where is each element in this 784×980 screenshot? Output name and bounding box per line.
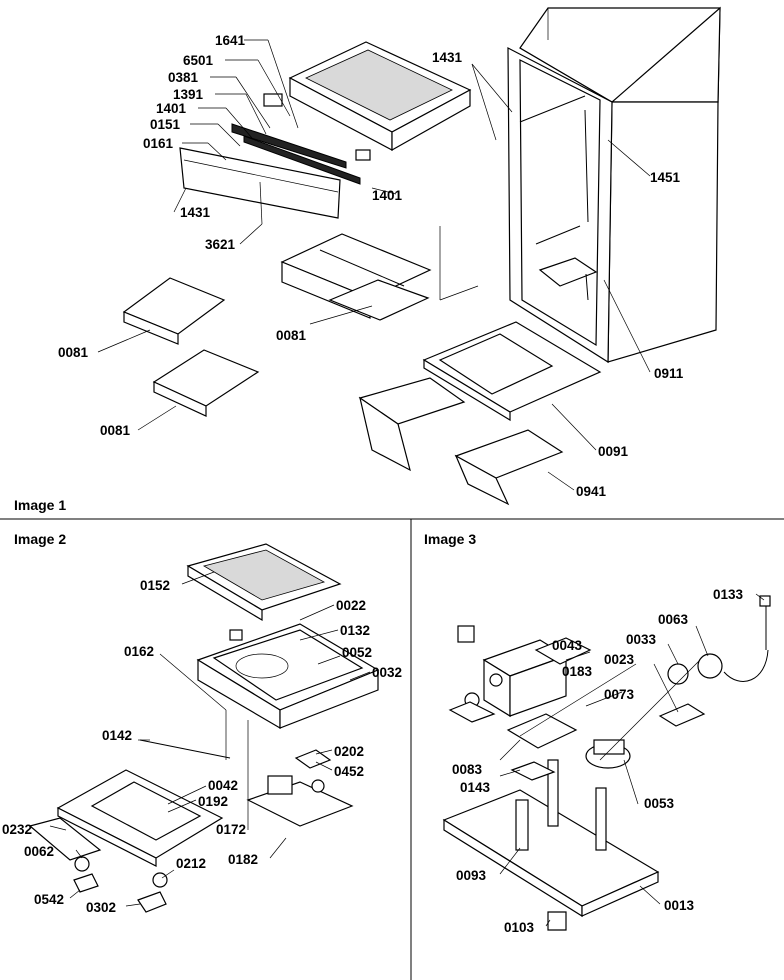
- callout-0103: 0103: [504, 920, 535, 935]
- image1-callouts: 1641 6501 0381 1391 1401 0151 0161 1401 …: [14, 33, 684, 513]
- callout-0162: 0162: [124, 644, 154, 659]
- callout-1641: 1641: [215, 33, 246, 48]
- callout-0013: 0013: [664, 898, 695, 913]
- callout-0232: 0232: [2, 822, 32, 837]
- callout-0133: 0133: [713, 587, 744, 602]
- callout-0043: 0043: [552, 638, 583, 653]
- callout-0081-lower: 0081: [100, 423, 131, 438]
- callout-1431-left: 1431: [180, 205, 211, 220]
- callout-0033: 0033: [626, 632, 657, 647]
- callout-0062: 0062: [24, 844, 54, 859]
- callout-0192: 0192: [198, 794, 228, 809]
- image1-refrigerator-cabinet: [97, 6, 721, 506]
- callout-0911: 0911: [654, 366, 684, 381]
- callout-0202: 0202: [334, 744, 364, 759]
- callout-0073: 0073: [604, 687, 635, 702]
- callout-1401-right: 1401: [372, 188, 403, 203]
- image2-callouts: Image 2 0152 0022 0132 0052 0032 0162 01…: [2, 531, 402, 915]
- callout-0161: 0161: [143, 136, 174, 151]
- callout-0172: 0172: [216, 822, 246, 837]
- callout-0183: 0183: [562, 664, 593, 679]
- callout-0063: 0063: [658, 612, 689, 627]
- callout-0023: 0023: [604, 652, 635, 667]
- callout-0941: 0941: [576, 484, 607, 499]
- callout-0182: 0182: [228, 852, 258, 867]
- callout-0142: 0142: [102, 728, 132, 743]
- panel-dividers: [0, 518, 784, 980]
- callout-0081-center: 0081: [276, 328, 307, 343]
- callout-0151: 0151: [150, 117, 181, 132]
- callout-0081-left: 0081: [58, 345, 89, 360]
- callout-0093: 0093: [456, 868, 487, 883]
- callout-0091: 0091: [598, 444, 629, 459]
- callout-1451: 1451: [650, 170, 681, 185]
- callout-0143: 0143: [460, 780, 491, 795]
- callout-0542: 0542: [34, 892, 64, 907]
- section-label-image1: Image 1: [14, 497, 66, 513]
- callout-1391: 1391: [173, 87, 204, 102]
- callout-6501: 6501: [183, 53, 214, 68]
- section-label-image3: Image 3: [424, 531, 476, 547]
- callout-0032: 0032: [372, 665, 402, 680]
- callout-3621: 3621: [205, 237, 236, 252]
- image3-callouts: Image 3 0133 0063 0043 0033 0023 0183 00…: [424, 531, 744, 935]
- callout-0452: 0452: [334, 764, 364, 779]
- image3-ice-dispenser-assembly: [442, 593, 771, 931]
- callout-0132: 0132: [340, 623, 370, 638]
- callout-0212: 0212: [176, 856, 206, 871]
- callout-1431-top: 1431: [432, 50, 463, 65]
- image2-control-assembly: [28, 543, 380, 913]
- section-label-image2: Image 2: [14, 531, 66, 547]
- callout-1401-top: 1401: [156, 101, 187, 116]
- callout-0042: 0042: [208, 778, 238, 793]
- callout-0052: 0052: [342, 645, 372, 660]
- callout-0381: 0381: [168, 70, 199, 85]
- callout-0083: 0083: [452, 762, 483, 777]
- callout-0152: 0152: [140, 578, 170, 593]
- callout-0022: 0022: [336, 598, 366, 613]
- callout-0053: 0053: [644, 796, 675, 811]
- callout-0302: 0302: [86, 900, 116, 915]
